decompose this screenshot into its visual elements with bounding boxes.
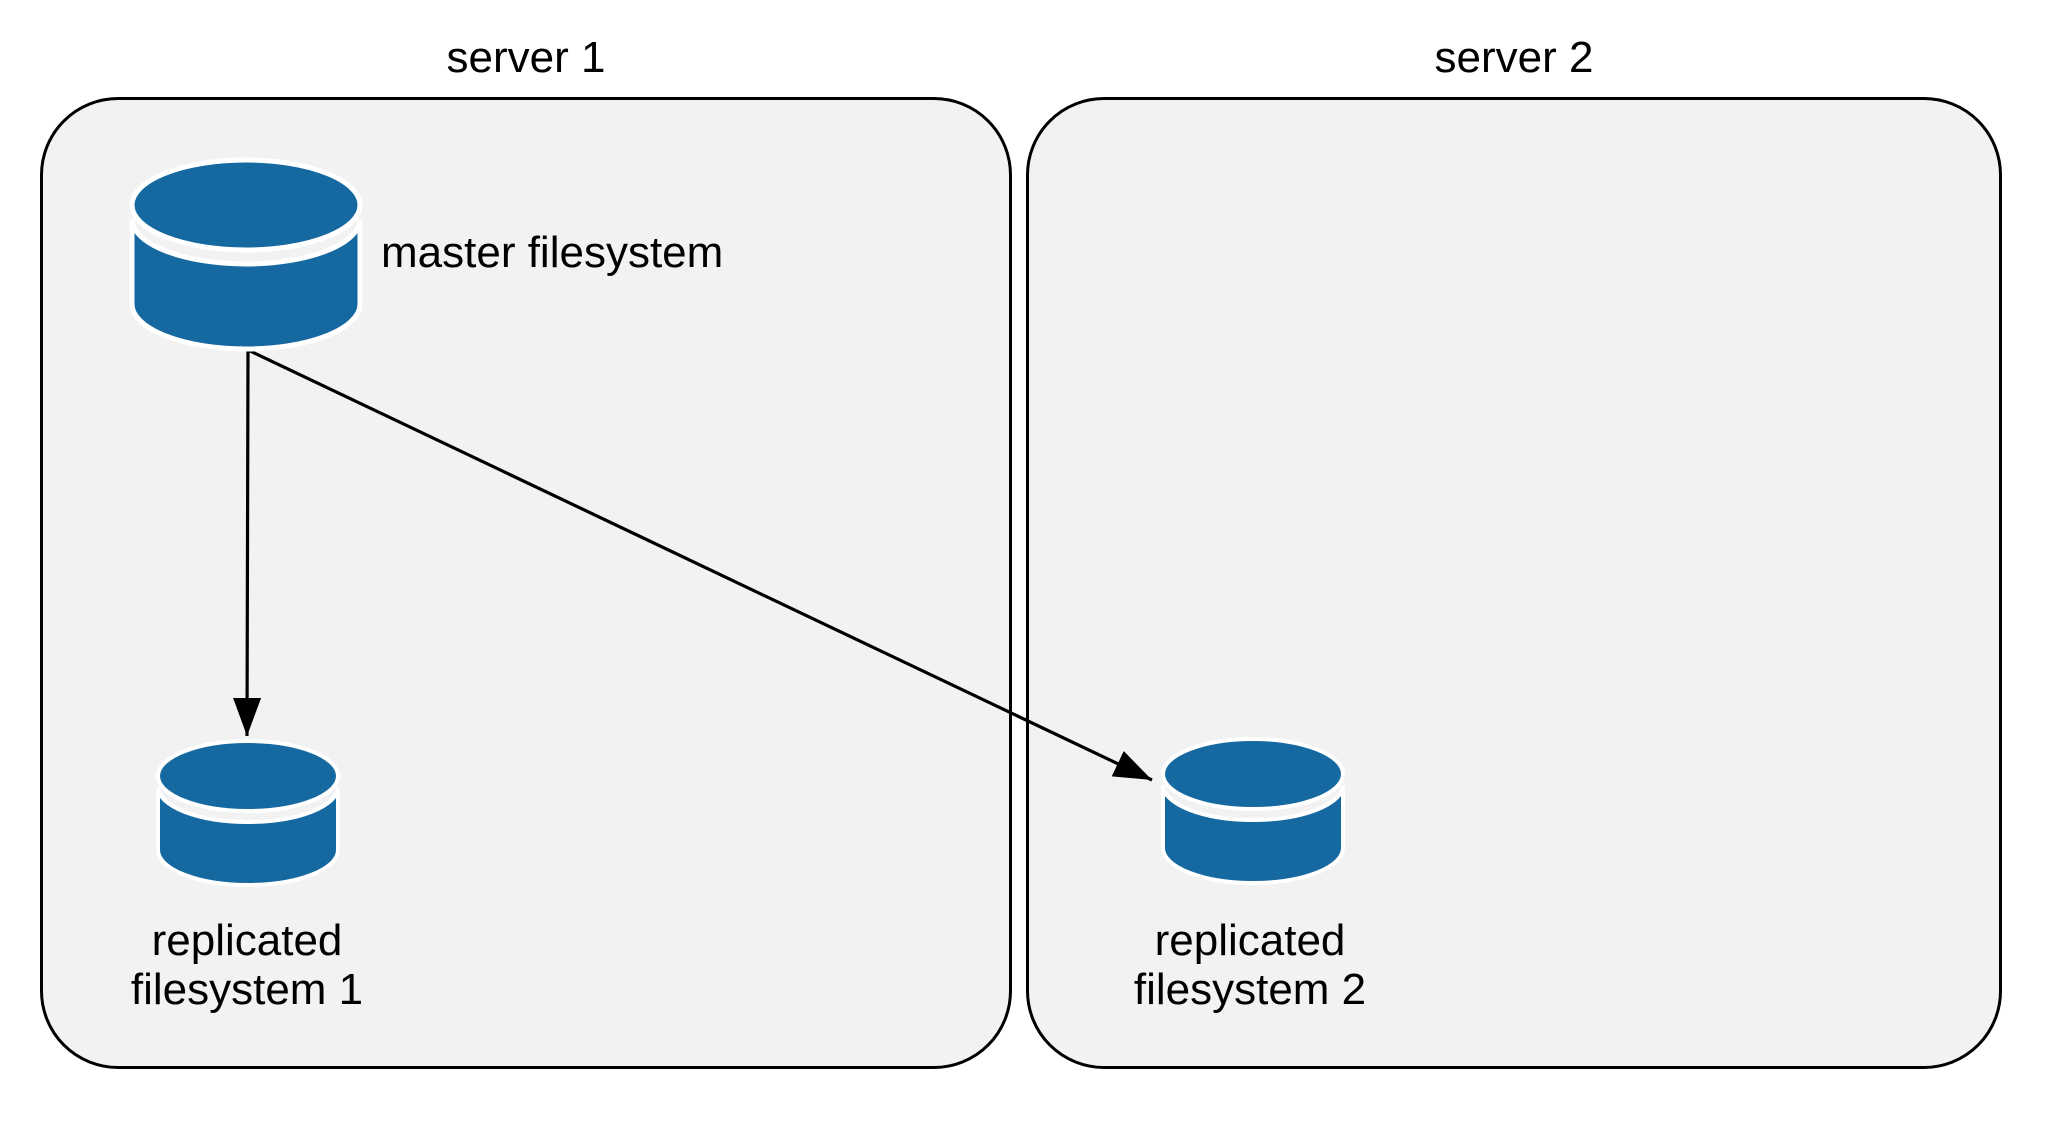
replicated-filesystem-1-label: replicated filesystem 1 xyxy=(47,916,447,1014)
server-2-box xyxy=(1026,97,2002,1069)
replicated-filesystem-2-label-line1: replicated xyxy=(1154,916,1346,965)
replicated-filesystem-2-label: replicated filesystem 2 xyxy=(1050,916,1450,1014)
replicated-filesystem-2-label-line2: filesystem 2 xyxy=(1133,965,1367,1014)
master-filesystem-label: master filesystem xyxy=(381,228,724,277)
replicated-filesystem-1-label-line2: filesystem 1 xyxy=(130,965,364,1014)
server-1-title: server 1 xyxy=(446,33,606,82)
replicated-filesystem-1-database-icon xyxy=(156,739,340,887)
replicated-filesystem-1-label-line1: replicated xyxy=(151,916,343,965)
server-2-title: server 2 xyxy=(1434,33,1594,82)
master-filesystem-database-icon xyxy=(129,157,363,352)
replicated-filesystem-2-database-icon xyxy=(1161,737,1345,885)
